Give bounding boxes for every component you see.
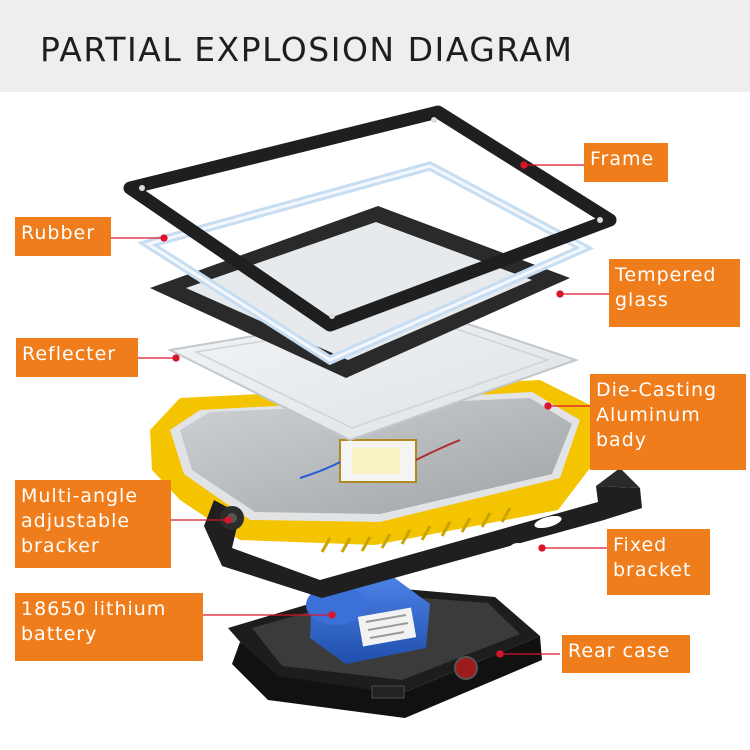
label-lithium-battery: 18650 lithium battery <box>15 593 203 661</box>
label-tempered-glass: Tempered glass <box>609 259 740 327</box>
label-rubber: Rubber <box>15 217 111 256</box>
label-frame: Frame <box>584 143 668 182</box>
aluminum-housing <box>150 380 600 553</box>
label-multi-angle-bracket: Multi-angle adjustable bracker <box>15 480 171 568</box>
label-reflecter: Reflecter <box>16 338 138 377</box>
front-frame <box>123 105 617 332</box>
battery-pack <box>306 576 430 664</box>
label-rear-case: Rear case <box>562 635 690 673</box>
power-switch-icon <box>454 656 478 680</box>
label-die-casting-aluminum-body: Die-Casting Aluminum bady <box>590 374 746 470</box>
leader-lines <box>110 161 610 658</box>
fixed-bracket <box>204 468 642 598</box>
page-title: PARTIAL EXPLOSION DIAGRAM <box>40 30 574 69</box>
label-fixed-bracket: Fixed bracket <box>607 529 710 595</box>
rubber-gasket <box>137 161 595 366</box>
title-banner: PARTIAL EXPLOSION DIAGRAM <box>0 0 750 92</box>
